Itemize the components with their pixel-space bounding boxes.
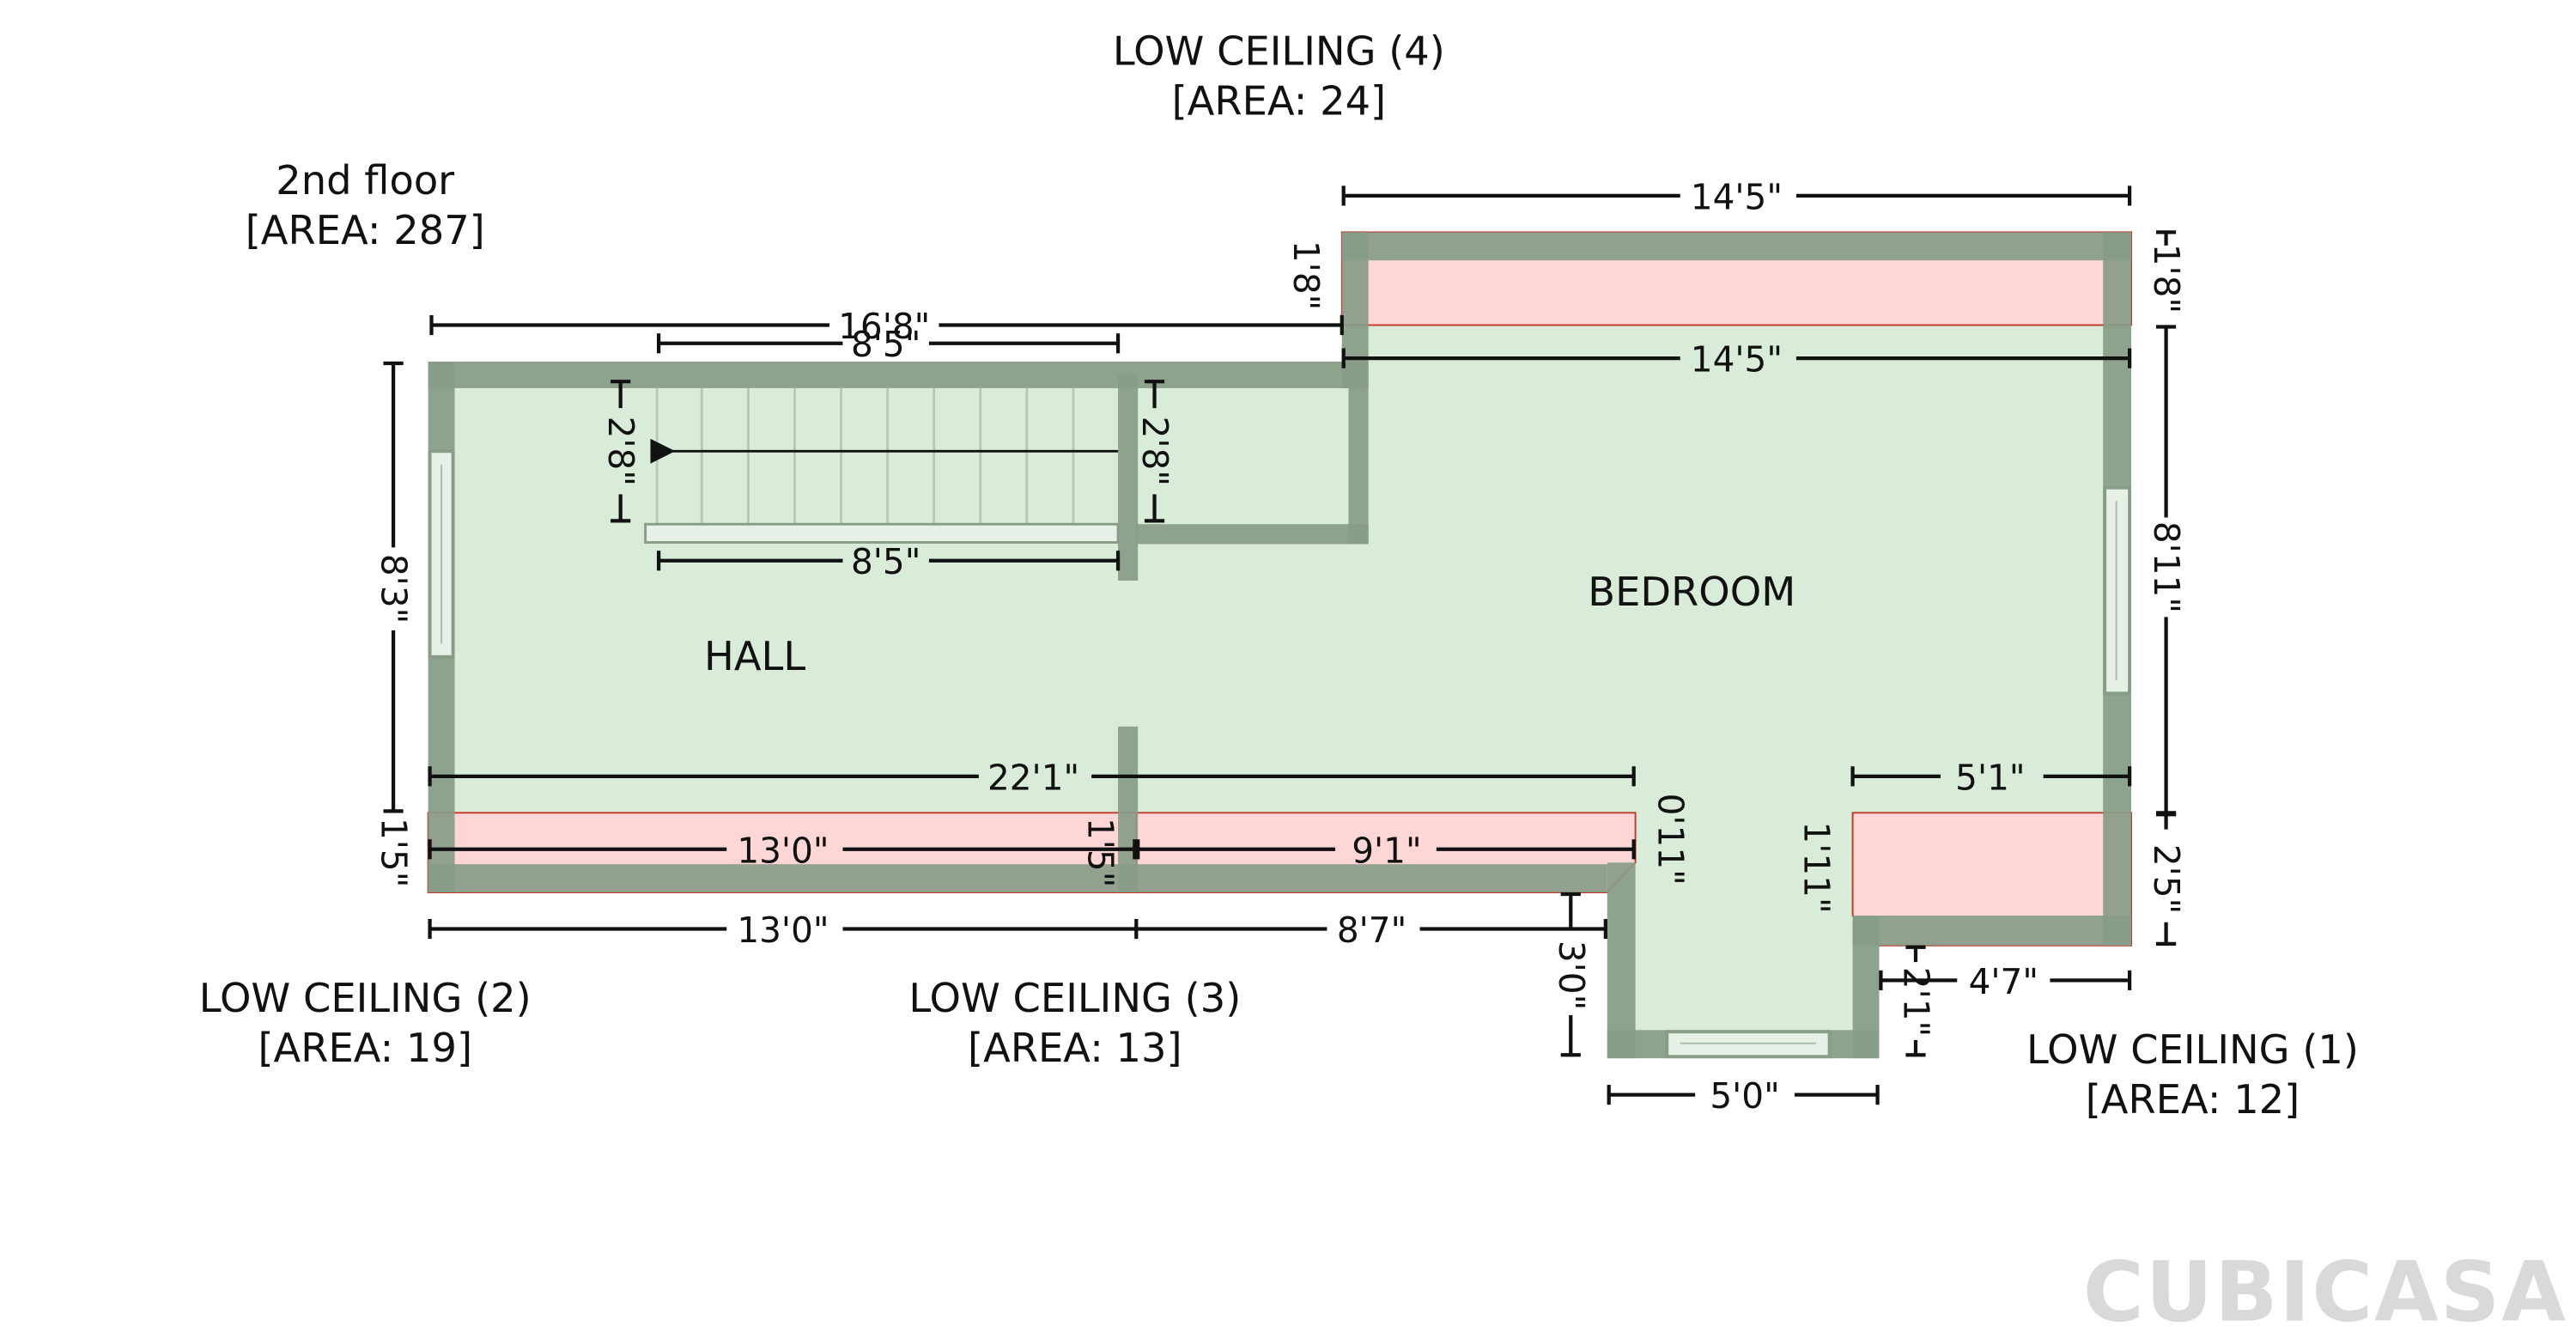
low-ceiling-3-label: LOW CEILING (3) xyxy=(908,975,1241,1021)
dim-alcove-left: 0'11" xyxy=(1650,794,1692,886)
dim-lc1-height: 2'5" xyxy=(2146,844,2187,914)
plan-labels: 2nd floor [AREA: 287] HALL BEDROOM LOW C… xyxy=(199,27,2359,1123)
dim-top-bedroom-inner: 14'5" xyxy=(1691,339,1783,380)
dim-bottom-left: 13'0" xyxy=(737,910,829,951)
low-ceiling-3-area: [AREA: 13] xyxy=(968,1025,1182,1071)
dim-mid-depth: 1'5" xyxy=(1079,818,1121,887)
dim-right-lower: 5'1" xyxy=(1955,757,2025,798)
staircase xyxy=(644,387,1120,544)
wall-alcove-left xyxy=(1607,862,1636,1059)
dim-lc4-right: 1'8" xyxy=(2146,244,2187,313)
low-ceiling-1-label: LOW CEILING (1) xyxy=(2026,1026,2359,1073)
room-label-hall: HALL xyxy=(704,633,805,679)
floor-area: [AREA: 287] xyxy=(246,207,485,253)
dim-stair-bottom: 8'5" xyxy=(851,541,920,582)
wall-closet-bottom xyxy=(1136,524,1369,545)
stair-handrail xyxy=(644,522,1120,544)
dim-lc1-width: 4'7" xyxy=(1969,961,2038,1002)
dim-bottom-mid: 8'7" xyxy=(1337,910,1406,951)
dimension-labels: 14'5" 14'5" 16'8" 8'5" 8'5" 22'1" 5'1" 1… xyxy=(374,176,2188,1117)
low-ceiling-1-area: [AREA: 12] xyxy=(2086,1076,2300,1123)
wall-hall-top xyxy=(428,362,1369,388)
wall-partition-upper xyxy=(1118,374,1139,581)
dim-hall-top: 16'8" xyxy=(838,306,930,347)
dim-left-depth: 1'5" xyxy=(374,818,415,887)
wall-lc1-bottom xyxy=(1852,916,2132,946)
dim-stair-left: 2'8" xyxy=(600,417,641,486)
wall-bottom-left xyxy=(428,864,1607,893)
dim-lc4-left: 1'8" xyxy=(1285,240,1327,310)
wall-partition-lower xyxy=(1118,726,1139,893)
dim-alcove-width: 5'0" xyxy=(1710,1075,1779,1117)
room-label-bedroom: BEDROOM xyxy=(1588,569,1795,615)
wall-bedroom-top xyxy=(1341,232,2132,261)
cubicasa-logo: CUBICASA xyxy=(2083,1243,2567,1327)
dim-alcove-depth: 3'0" xyxy=(1551,940,1592,1010)
dim-stair-top: 8'5" xyxy=(851,324,920,365)
floor-name: 2nd floor xyxy=(276,157,455,204)
windows xyxy=(428,449,2132,1059)
dim-stair-right: 2'8" xyxy=(1134,417,1176,486)
dimension-lines xyxy=(383,186,2177,1105)
wall-bedroom-left-upper xyxy=(1341,232,1369,388)
dim-alcove-right: 1'11" xyxy=(1796,821,1838,913)
wall-closet-right xyxy=(1348,387,1369,545)
walls xyxy=(428,232,2132,1059)
dim-lc1-depth: 2'1" xyxy=(1895,967,1936,1037)
dim-lc2-width: 13'0" xyxy=(737,830,829,871)
low-ceiling-4-label: LOW CEILING (4) xyxy=(1113,27,1445,74)
dim-lc3-width: 9'1" xyxy=(1352,830,1421,871)
low-ceiling-2-area: [AREA: 19] xyxy=(258,1025,472,1071)
low-ceiling-2-label: LOW CEILING (2) xyxy=(199,975,532,1021)
dim-top-bedroom-outer: 14'5" xyxy=(1691,176,1783,217)
dim-right-height: 8'11" xyxy=(2146,521,2187,613)
dim-lower-span: 22'1" xyxy=(987,757,1079,798)
dim-left-height: 8'3" xyxy=(374,554,415,624)
low-ceiling-4-area: [AREA: 24] xyxy=(1172,77,1387,124)
